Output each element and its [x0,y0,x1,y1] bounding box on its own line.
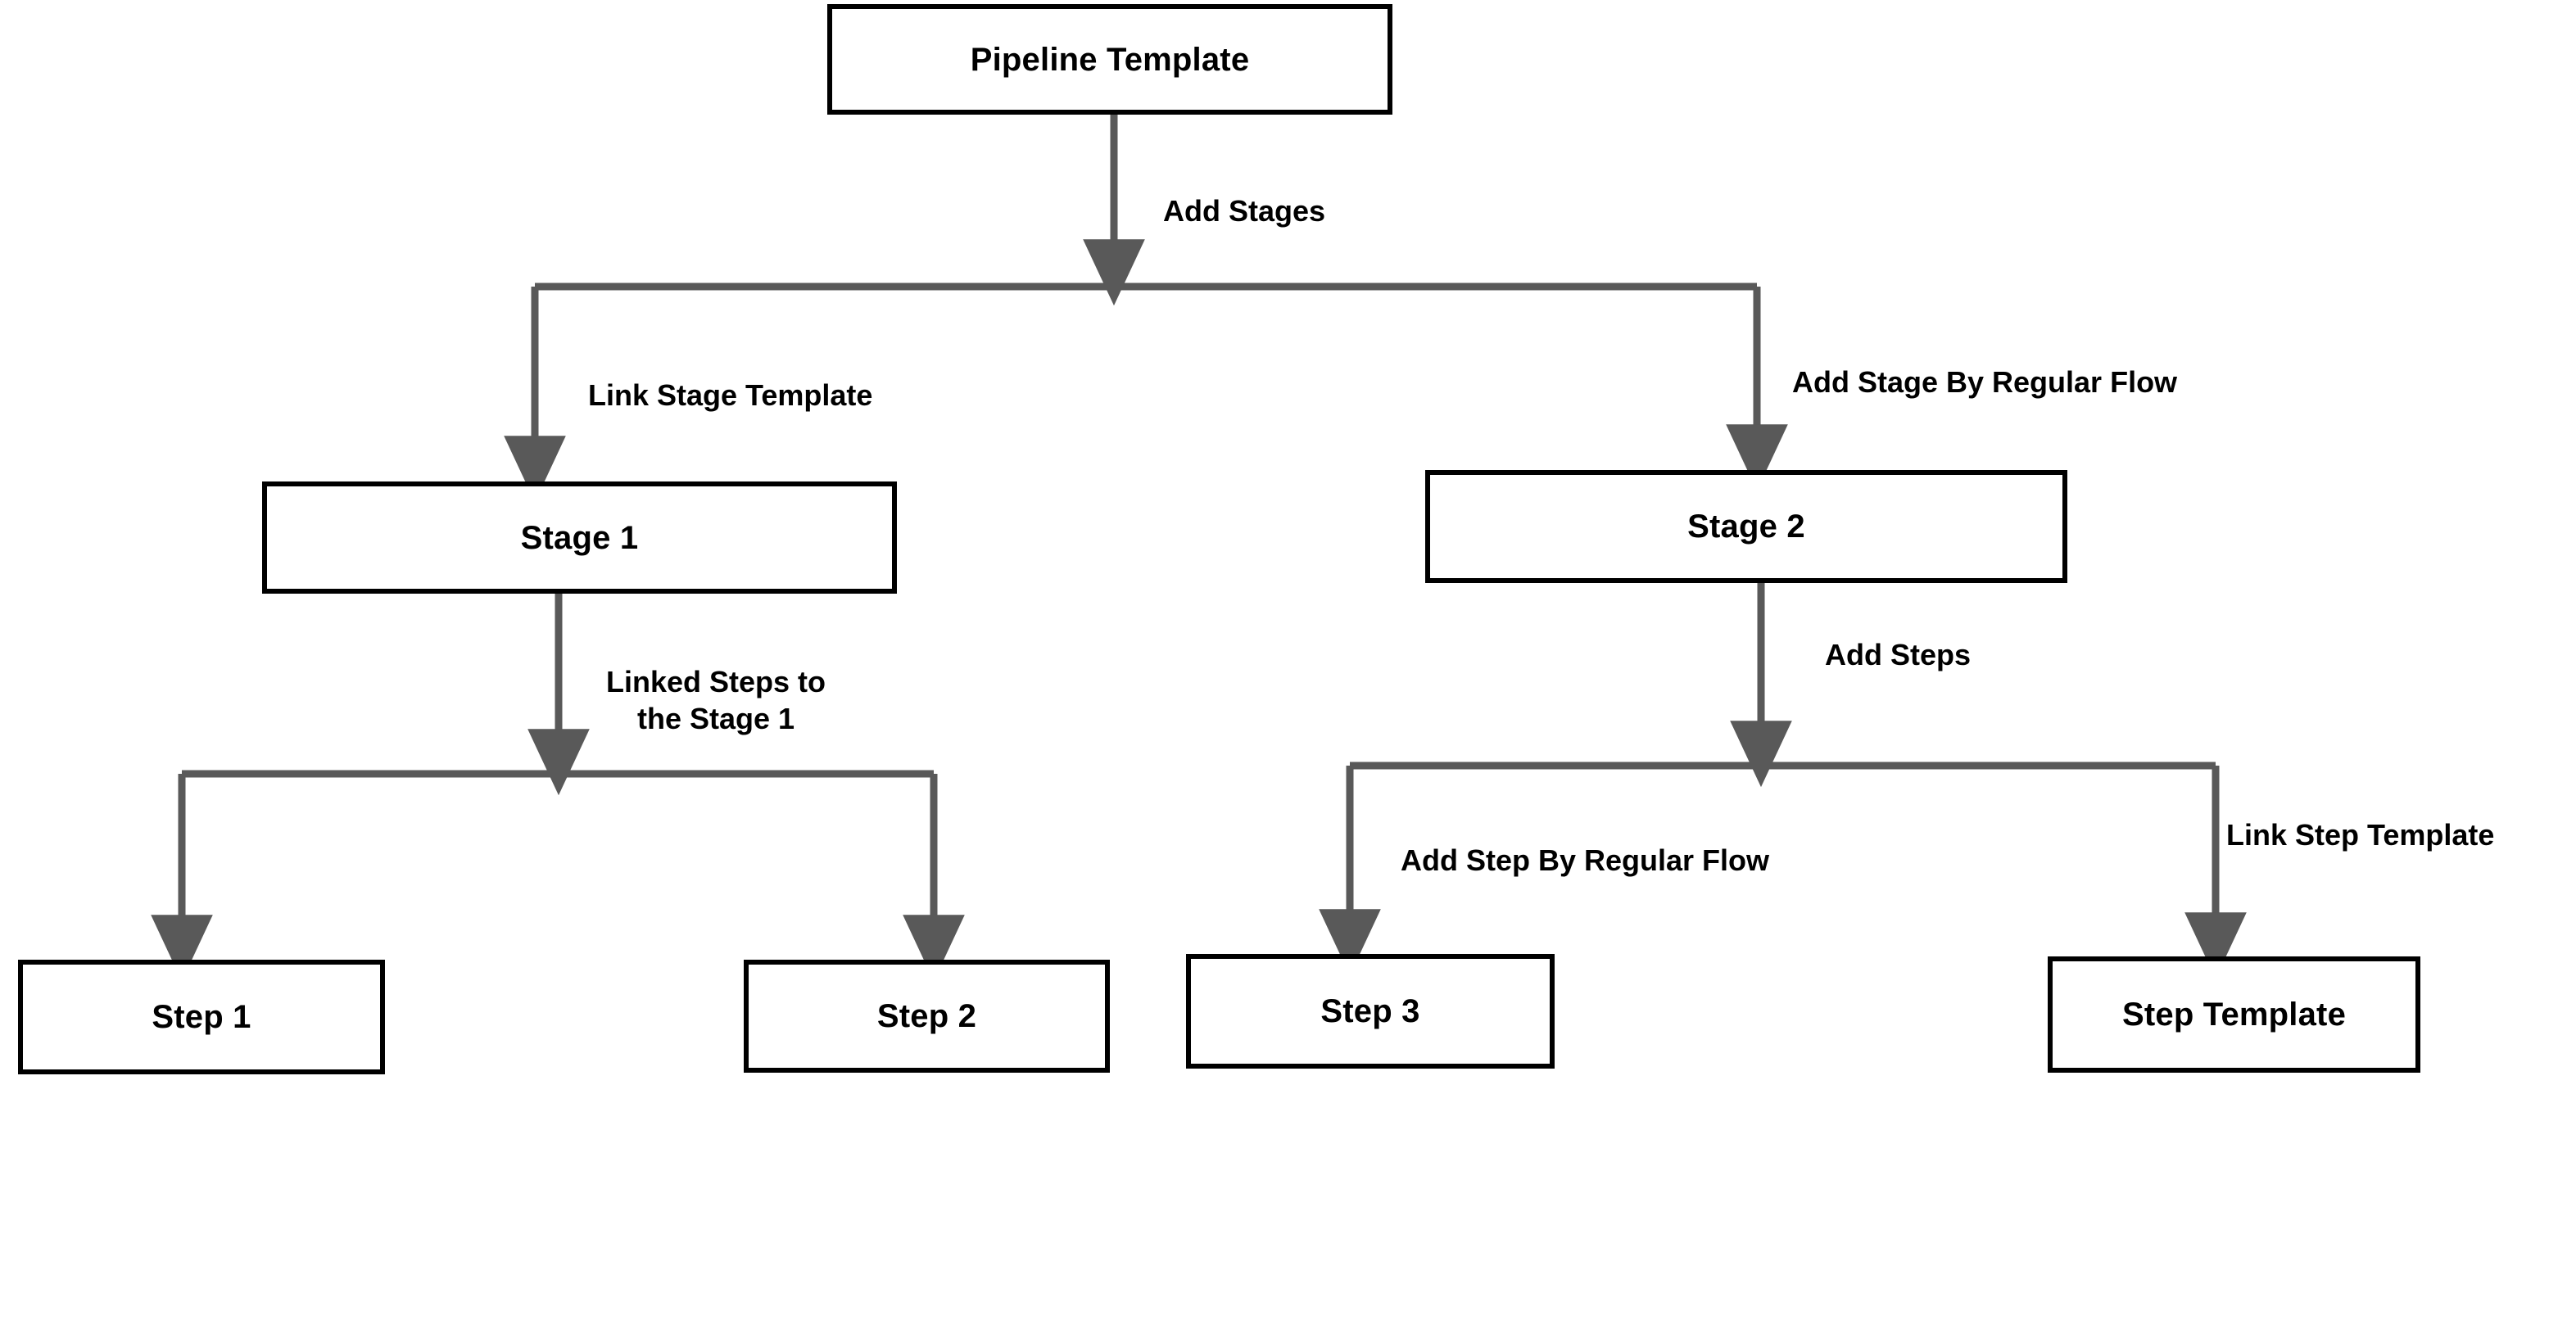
node-stage-1-label: Stage 1 [520,519,639,556]
node-step-2-label: Step 2 [876,998,977,1034]
edge-label-add-stage-by-regular-flow: Add Stage By Regular Flow [1792,365,2178,399]
edge-label-link-step-template: Link Step Template [2226,818,2495,852]
node-stage-1[interactable]: Stage 1 [262,481,897,594]
node-step-template[interactable]: Step Template [2048,956,2420,1073]
edge-label-link-stage-template: Link Stage Template [588,378,873,412]
node-step-template-label: Step Template [2121,997,2347,1033]
edge-label-add-stages: Add Stages [1163,194,1326,228]
edge-label-add-steps: Add Steps [1825,638,1972,671]
node-stage-2[interactable]: Stage 2 [1425,470,2067,583]
node-step-2[interactable]: Step 2 [744,960,1110,1073]
edge-label-add-step-by-regular-flow: Add Step By Regular Flow [1401,843,1770,877]
node-step-1-label: Step 1 [152,999,251,1035]
node-step-3[interactable]: Step 3 [1186,954,1555,1069]
node-pipeline-template[interactable]: Pipeline Template [827,4,1392,115]
node-step-3-label: Step 3 [1320,993,1420,1029]
node-stage-2-label: Stage 2 [1687,509,1805,545]
node-pipeline-template-label: Pipeline Template [970,41,1250,78]
edge-label-linked-steps-to-stage-1: Linked Steps to the Stage 1 [606,665,826,735]
node-step-1[interactable]: Step 1 [18,960,385,1074]
